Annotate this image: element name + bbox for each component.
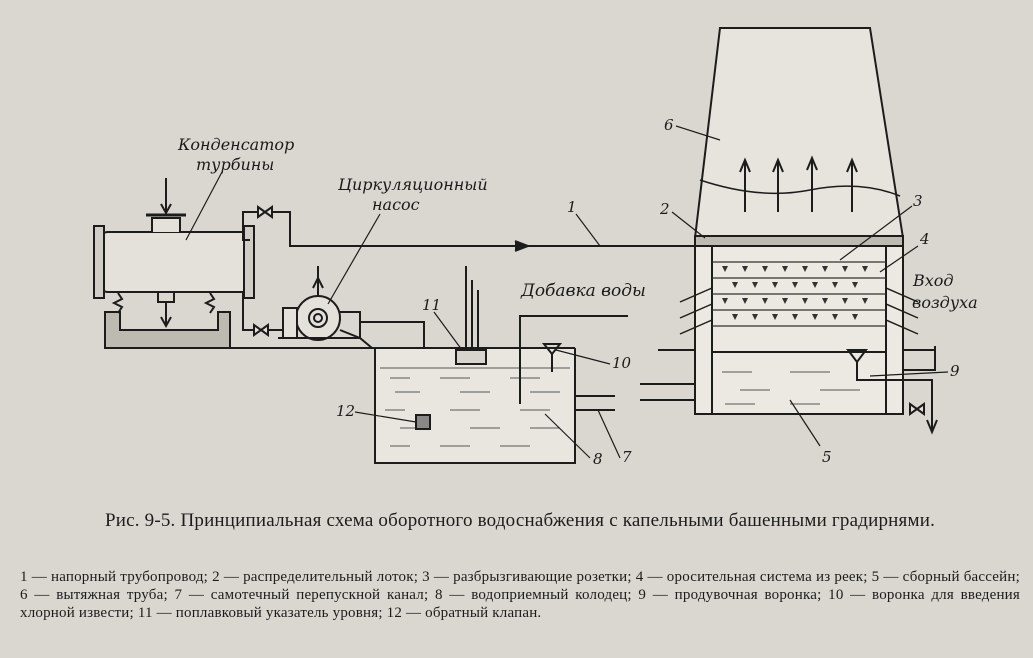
makeup-water-pipe bbox=[519, 315, 628, 404]
float-level-indicator bbox=[455, 266, 487, 365]
condenser-foundation bbox=[104, 311, 375, 349]
pump-label-line2: насос bbox=[372, 195, 420, 214]
recirculating-water-supply-diagram: Конденсатор турбины Циркуляционный насос… bbox=[93, 27, 978, 468]
leader-lines bbox=[185, 125, 949, 459]
label-number-7: 7 bbox=[622, 448, 632, 466]
label-number-10: 10 bbox=[612, 354, 632, 372]
pressure-pipeline bbox=[242, 205, 695, 252]
label-number-6: 6 bbox=[664, 116, 674, 134]
pump-suction-pipe bbox=[242, 292, 283, 337]
label-number-5: 5 bbox=[822, 448, 832, 466]
intake-well bbox=[374, 347, 615, 464]
water-addition-label: Добавка воды bbox=[520, 281, 646, 301]
label-number-11: 11 bbox=[422, 296, 441, 314]
figure-caption-legend: 1 — напорный трубопровод; 2 — распредели… bbox=[20, 569, 1020, 621]
label-number-8: 8 bbox=[593, 450, 603, 468]
label-number-2: 2 bbox=[659, 200, 670, 218]
label-number-4: 4 bbox=[919, 230, 930, 248]
pump-label-line1: Циркуляционный bbox=[337, 175, 488, 194]
cooling-tower bbox=[640, 27, 938, 435]
turbine-condenser bbox=[93, 178, 255, 329]
label-number-1: 1 bbox=[567, 198, 577, 216]
air-inlet-label-line1: Вход bbox=[912, 271, 954, 290]
label-number-3: 3 bbox=[913, 192, 923, 210]
label-number-9: 9 bbox=[950, 362, 960, 380]
chlorine-funnel bbox=[541, 343, 563, 372]
condenser-label-line1: Конденсатор bbox=[177, 135, 294, 154]
condenser-label-line2: турбины bbox=[196, 155, 274, 174]
label-number-12: 12 bbox=[336, 402, 355, 420]
air-inlet-label-line2: воздуха bbox=[912, 293, 978, 312]
circulation-pump bbox=[278, 266, 425, 418]
figure-caption-title: Рис. 9-5. Принципиальная схема оборотног… bbox=[104, 510, 936, 531]
